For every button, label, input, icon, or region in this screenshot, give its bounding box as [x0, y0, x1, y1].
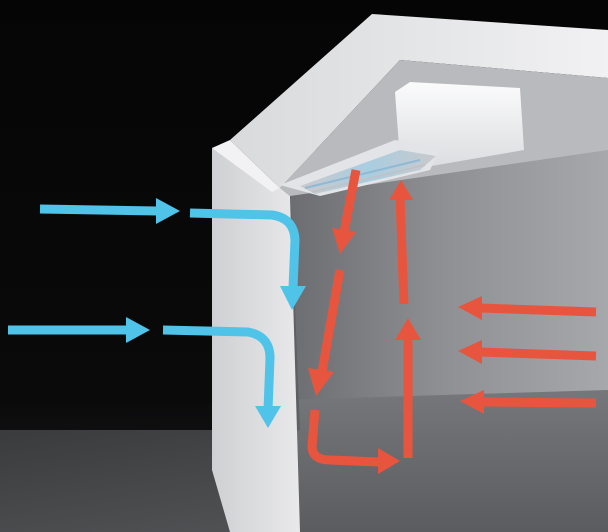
cold-air-arrowheads	[126, 198, 306, 428]
arrow-left-icon	[458, 296, 482, 320]
front-wall	[212, 148, 300, 532]
arrow-right-icon	[378, 448, 400, 474]
arrow-left-icon	[460, 390, 484, 414]
arrow-up-icon	[389, 180, 413, 200]
air-conditioner-icon	[280, 82, 524, 196]
warm-air-arrowheads	[308, 180, 484, 474]
arrow-down-icon	[280, 286, 306, 310]
interior-floor	[280, 390, 608, 532]
arrow-right-icon	[156, 198, 180, 224]
arrow-right-icon	[126, 317, 150, 343]
ceiling-slab	[230, 14, 608, 188]
warm-air-arrows	[307, 169, 597, 467]
arrow-down-icon	[308, 368, 334, 396]
cold-air-arrows	[8, 204, 300, 411]
arrow-left-icon	[458, 340, 482, 364]
arrow-down-icon	[255, 406, 281, 428]
front-wall-top-edge	[212, 140, 280, 192]
arrow-down-icon	[332, 228, 356, 254]
arrow-up-icon	[395, 318, 421, 340]
